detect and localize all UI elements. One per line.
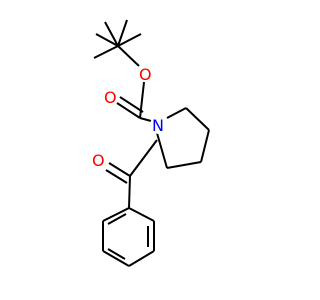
benzoyl-group (102, 139, 158, 267)
pyrrolidine-ring (156, 107, 210, 169)
bond-carbonyl-c-to-o-1 (116, 102, 141, 119)
bond-phenyl-6 (102, 207, 130, 222)
bond-ester-o-to-carbonyl-c (139, 81, 145, 119)
bond-phenyl-double-3 (107, 213, 127, 225)
bond-ring-c1-to-c2 (185, 107, 210, 131)
ketone-oxygen-label: O (92, 151, 105, 170)
molecule-structure: O O N O (91, 19, 210, 267)
bond-tbu-c-extra-left (104, 21, 119, 47)
bond-phenyl-4 (102, 250, 130, 267)
bond-n-to-ring-c1 (166, 107, 187, 119)
bond-ketone-c-to-o-1 (108, 162, 131, 177)
bond-carbonyl-c-to-n (139, 117, 152, 122)
bond-ketone-c-to-phenyl (128, 175, 131, 209)
bond-tbu-to-ester-o (117, 45, 140, 67)
bond-ring-c3-to-c4 (166, 161, 202, 169)
bond-ketone-c-to-o-2 (105, 169, 128, 184)
bond-ring-c4-to-ketone-c (129, 139, 158, 177)
ester-oxygen-label: O (139, 65, 152, 84)
bond-carbonyl-c-to-o-2 (119, 96, 144, 113)
ring-nitrogen-atom: N (150, 116, 168, 135)
bond-ring-c2-to-c3 (200, 129, 210, 163)
bond-tbu-methyl-right (117, 33, 142, 47)
bond-phenyl-1 (128, 207, 155, 222)
bond-tbu-methyl-left (95, 33, 119, 47)
bond-tbu-c-extra-right (93, 45, 119, 59)
carbonyl-oxygen-carbamate-label: O (104, 88, 117, 107)
ring-nitrogen-label: N (152, 116, 164, 135)
carbonyl-oxygen-carbamate-atom: O (103, 88, 119, 107)
ester-oxygen-atom: O (137, 65, 153, 84)
bond-phenyl-double-2 (107, 248, 126, 260)
bond-tbu-methyl-top (117, 19, 128, 47)
carbamate-chain (116, 45, 152, 122)
bond-phenyl-3 (128, 250, 155, 267)
ketone-oxygen-atom: O (91, 151, 107, 170)
tert-butyl-group (93, 19, 142, 59)
bond-ring-c4-to-n (156, 132, 168, 169)
